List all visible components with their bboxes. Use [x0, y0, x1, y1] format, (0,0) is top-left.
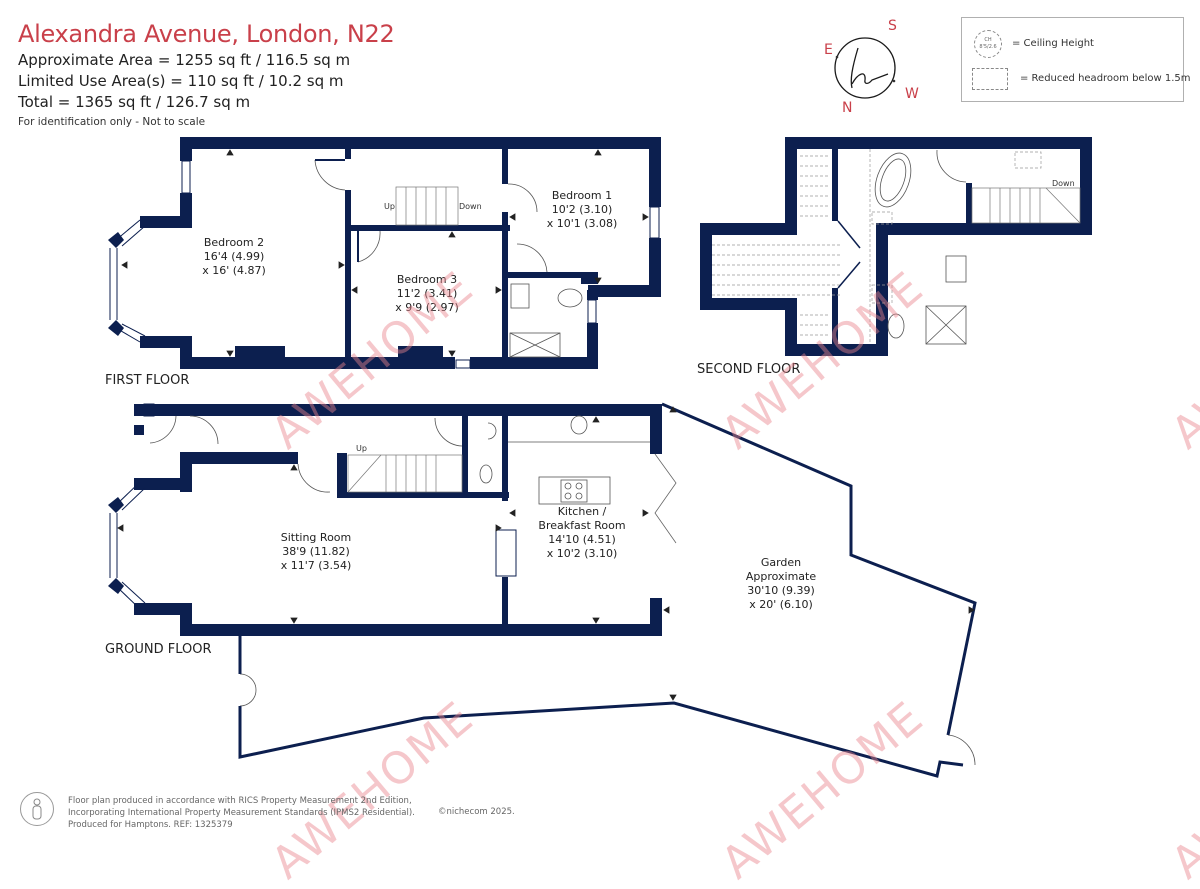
- copyright: ©nichecom 2025.: [438, 807, 515, 817]
- compass-west: W: [905, 86, 919, 102]
- legend-reduced-headroom: = Reduced headroom below 1.5m: [1020, 73, 1191, 84]
- reduced-headroom-icon: [972, 68, 1008, 90]
- compass: S E W N: [818, 18, 928, 118]
- compass-logo-icon: [834, 37, 896, 99]
- second-floor-label: SECOND FLOOR: [697, 362, 801, 377]
- room-kitchen-breakfast: Kitchen / Breakfast Room 14'10 (4.51) x …: [538, 505, 626, 560]
- shower-icon: [925, 305, 967, 345]
- measure-arrows: [117, 149, 975, 701]
- basin-icon: [487, 422, 497, 440]
- stairs-up-label: Up: [356, 444, 367, 453]
- compass-east: E: [824, 42, 833, 58]
- compass-south: S: [888, 18, 897, 34]
- windows: [109, 160, 660, 610]
- compass-north: N: [842, 100, 853, 116]
- disclaimer: For identification only - Not to scale: [18, 116, 206, 128]
- basin-icon: [945, 255, 967, 283]
- floor-plan-drawing: [108, 137, 1092, 778]
- property-title: Alexandra Avenue, London, N22: [18, 20, 395, 48]
- ground-floor-label: GROUND FLOOR: [105, 642, 212, 657]
- legend: CH 8'5/2.6 = Ceiling Height = Reduced he…: [961, 17, 1190, 102]
- limited-use-area: Limited Use Area(s) = 110 sq ft / 10.2 s…: [18, 72, 344, 90]
- walls: [108, 137, 1092, 636]
- ipms-person-icon: [20, 792, 54, 826]
- sink-icon: [570, 415, 588, 435]
- shower-icon: [509, 332, 561, 358]
- fixtures: [479, 152, 967, 544]
- hob-icon: [538, 476, 611, 505]
- double-doors: [837, 220, 861, 289]
- toilet-icon: [557, 288, 583, 308]
- footer-notes: Floor plan produced in accordance with R…: [68, 796, 415, 830]
- basin-icon: [510, 283, 530, 309]
- room-sitting-room: Sitting Room 38'9 (11.82) x 11'7 (3.54): [280, 531, 352, 572]
- room-bedroom-2: Bedroom 2 16'4 (4.99) x 16' (4.87): [202, 236, 266, 277]
- doors: [149, 149, 976, 766]
- stairs-down-label: Down: [1052, 179, 1075, 188]
- stairs-up-label: Up: [384, 202, 395, 211]
- toilet-icon: [479, 464, 493, 484]
- stairs-down-label: Down: [459, 202, 482, 211]
- first-floor-label: FIRST FLOOR: [105, 373, 190, 388]
- ceiling-height-icon: CH 8'5/2.6: [974, 30, 1002, 58]
- toilet-icon: [887, 313, 905, 339]
- room-bedroom-3: Bedroom 3 11'2 (3.41) x 9'9 (2.97): [395, 273, 459, 314]
- room-bedroom-1: Bedroom 1 10'2 (3.10) x 10'1 (3.08): [546, 189, 618, 230]
- legend-ceiling-height: = Ceiling Height: [1012, 38, 1094, 49]
- approximate-area: Approximate Area = 1255 sq ft / 116.5 sq…: [18, 51, 351, 69]
- stairs: [347, 186, 1081, 493]
- room-garden: Garden Approximate 30'10 (9.39) x 20' (6…: [745, 556, 817, 611]
- garden-boundary: [238, 402, 977, 778]
- total-area: Total = 1365 sq ft / 126.7 sq m: [18, 93, 251, 111]
- reduced-headroom-area: [712, 149, 1042, 344]
- bathtub-icon: [874, 152, 912, 208]
